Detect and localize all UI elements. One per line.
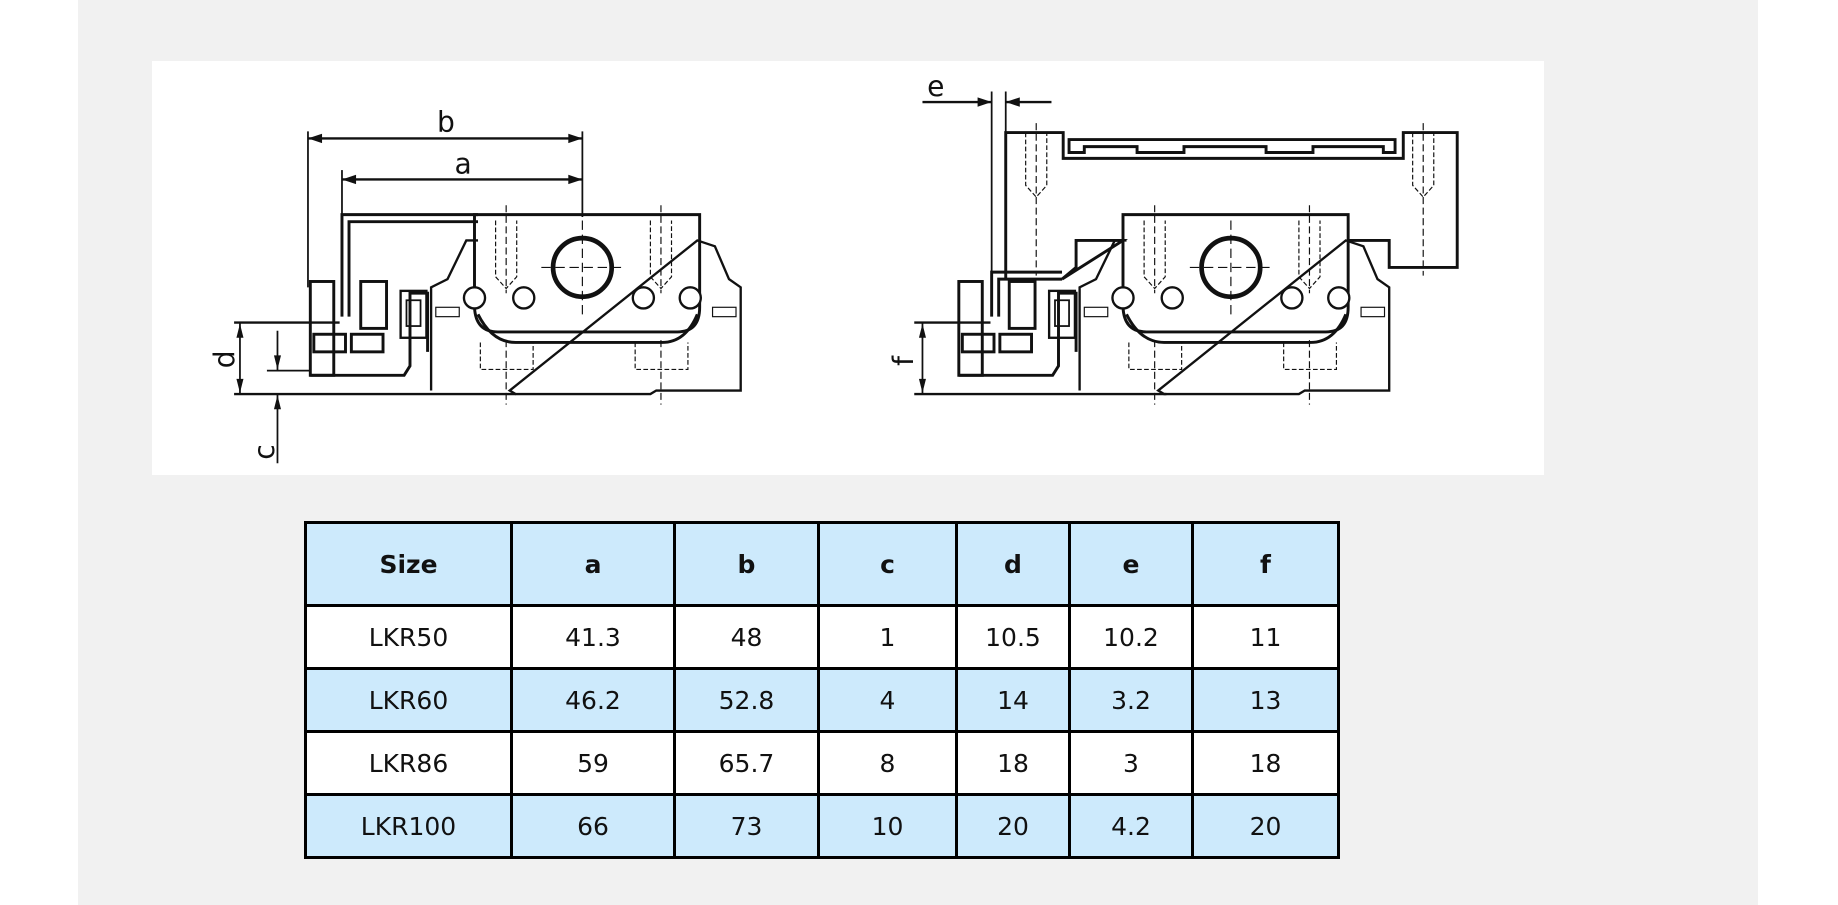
cell-c: 10 [817,793,958,859]
technical-drawing-panel: b a d c e f [152,61,1544,475]
cell-a: 46.2 [510,667,676,733]
table-row: LKR50 41.3 48 1 10.5 10.2 11 [304,604,1340,670]
table-row: LKR60 46.2 52.8 4 14 3.2 13 [304,667,1340,733]
cell-b: 65.7 [673,730,820,796]
dimension-label-b: b [437,105,455,138]
header-f: f [1191,521,1340,607]
header-e: e [1068,521,1194,607]
cell-d: 18 [955,730,1071,796]
dimension-label-c: c [248,444,281,459]
header-b: b [673,521,820,607]
cell-b: 48 [673,604,820,670]
cell-f: 18 [1191,730,1340,796]
dimension-label-f: f [887,355,920,366]
dimension-label-e: e [927,70,944,103]
cell-c: 8 [817,730,958,796]
cell-f: 11 [1191,604,1340,670]
cell-e: 3.2 [1068,667,1194,733]
right-view-drawing: e f [887,70,1459,404]
left-view-drawing: b a d c [208,105,741,464]
header-d: d [955,521,1071,607]
header-size: Size [304,521,513,607]
table-row: LKR86 59 65.7 8 18 3 18 [304,730,1340,796]
dimension-label-a: a [455,148,472,181]
cell-e: 4.2 [1068,793,1194,859]
cell-b: 73 [673,793,820,859]
dimension-drawings: b a d c e f [208,70,1459,464]
cell-e: 3 [1068,730,1194,796]
cell-c: 4 [817,667,958,733]
cell-c: 1 [817,604,958,670]
table-header-row: Size a b c d e f [304,521,1340,607]
header-c: c [817,521,958,607]
cell-d: 20 [955,793,1071,859]
dimension-label-d: d [208,350,241,368]
cell-size: LKR100 [304,793,513,859]
cell-a: 59 [510,730,676,796]
cell-d: 10.5 [955,604,1071,670]
cell-a: 66 [510,793,676,859]
cell-e: 10.2 [1068,604,1194,670]
cell-f: 20 [1191,793,1340,859]
cell-d: 14 [955,667,1071,733]
dimension-table: Size a b c d e f LKR50 41.3 48 1 10.5 10… [304,521,1340,859]
cell-size: LKR60 [304,667,513,733]
table-row: LKR100 66 73 10 20 4.2 20 [304,793,1340,859]
cell-f: 13 [1191,667,1340,733]
cell-size: LKR86 [304,730,513,796]
cell-b: 52.8 [673,667,820,733]
header-a: a [510,521,676,607]
cell-a: 41.3 [510,604,676,670]
cell-size: LKR50 [304,604,513,670]
